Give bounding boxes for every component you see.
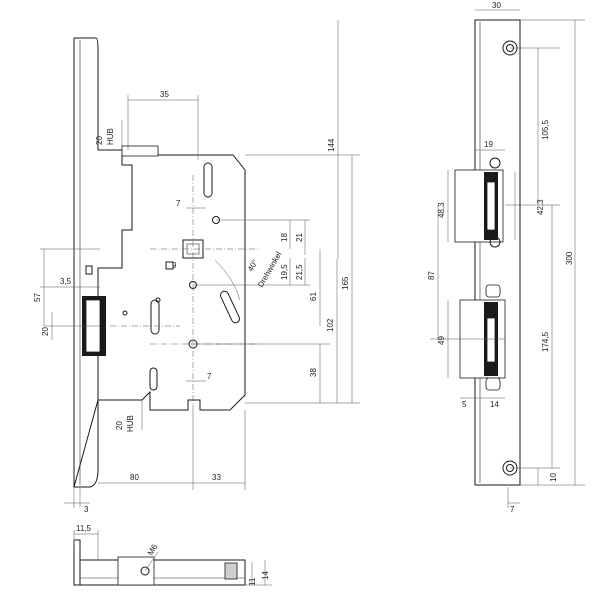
dim-side-30: 30 <box>492 1 501 10</box>
dim-side-42-3: 42,3 <box>536 199 545 215</box>
dim-side-300: 300 <box>565 251 574 265</box>
middle-slot <box>150 299 160 335</box>
dim-9: 9 <box>172 261 177 270</box>
dim-20-hub-bottom: 20 <box>115 421 124 430</box>
dim-3: 3 <box>84 505 89 514</box>
dim-7-upper: 7 <box>176 199 181 208</box>
dim-19-5: 19,5 <box>280 264 289 280</box>
forend-plate <box>73 37 99 488</box>
top-latch <box>121 145 159 157</box>
dim-35: 35 <box>160 90 169 99</box>
dim-7-lower: 7 <box>207 372 212 381</box>
angled-slot <box>220 290 240 324</box>
bottom-boss <box>117 556 155 586</box>
hub-label-bottom: HUB <box>126 415 135 432</box>
upper-slot <box>203 162 213 198</box>
dim-61: 61 <box>309 292 318 301</box>
side-view: 30 19 105,5 48,3 42,3 87 300 49 174,5 5 … <box>427 1 585 514</box>
lower-pin-bottom <box>485 377 501 391</box>
dim-57: 57 <box>33 293 42 302</box>
small-hole-mid <box>155 297 161 303</box>
small-square <box>165 261 174 270</box>
bottom-block <box>224 562 238 580</box>
dim-20-hub-top: 20 <box>95 136 104 145</box>
lock-case-outline <box>97 149 246 411</box>
dim-side-87: 87 <box>427 271 436 280</box>
dim-side-174-5: 174,5 <box>541 331 550 352</box>
lower-slot <box>149 367 158 391</box>
dim-20-left: 20 <box>41 327 50 336</box>
small-rect-left <box>85 265 93 275</box>
dim-side-105-5: 105,5 <box>541 119 550 140</box>
strike-plate <box>474 19 521 486</box>
dim-bottom-14: 14 <box>261 571 270 580</box>
dim-side-48-3: 48,3 <box>437 202 446 218</box>
upper-pin-bottom <box>489 236 501 248</box>
hub-label-top: HUB <box>106 128 115 145</box>
upper-pin-top <box>489 157 501 169</box>
dim-side-14: 14 <box>490 400 499 409</box>
bottom-forend <box>73 539 81 586</box>
dim-bottom-m6: M6 <box>146 542 160 557</box>
dim-side-19: 19 <box>484 140 493 149</box>
dim-102: 102 <box>326 318 335 332</box>
dim-3-5: 3,5 <box>60 277 72 286</box>
dim-38: 38 <box>309 368 318 377</box>
dim-side-49: 49 <box>437 336 446 345</box>
dim-side-5: 5 <box>462 400 467 409</box>
dim-side-7: 7 <box>510 505 515 514</box>
dim-21-5: 21,5 <box>295 264 304 280</box>
lower-pin-top <box>485 284 501 298</box>
dim-80: 80 <box>130 473 139 482</box>
dim-angle-40: 40° <box>246 258 260 273</box>
dim-165: 165 <box>341 276 350 290</box>
dim-18: 18 <box>280 233 289 242</box>
dim-144: 144 <box>327 138 336 152</box>
dim-side-10: 10 <box>549 473 558 482</box>
front-view: 35 20 HUB 144 7 18 21 9 19,5 21,5 40° Dr… <box>33 20 360 514</box>
bottom-case <box>79 559 246 586</box>
dim-33: 33 <box>212 473 221 482</box>
dim-bottom-11: 11 <box>248 577 257 586</box>
dim-21: 21 <box>295 233 304 242</box>
m6-hole <box>140 566 150 576</box>
bottom-view: 11,5 M6 11 14 <box>73 524 272 586</box>
dim-bottom-11-5: 11,5 <box>76 524 92 533</box>
small-hole-left <box>122 310 128 316</box>
